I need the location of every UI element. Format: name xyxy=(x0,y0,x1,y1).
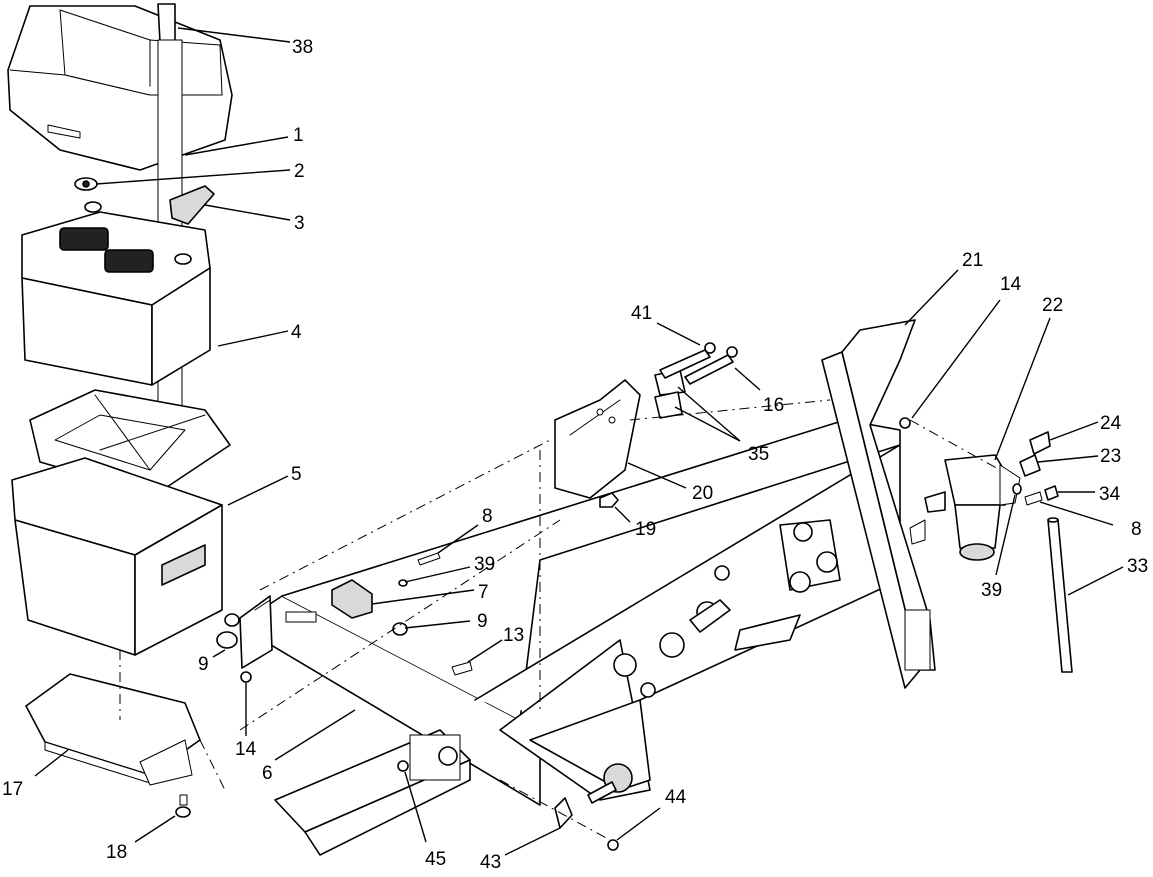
callout-41: 41 xyxy=(631,303,652,324)
battery-box xyxy=(11,457,223,656)
callout-22: 22 xyxy=(1042,295,1063,316)
fuel-hose xyxy=(1047,517,1073,673)
callout-18: 18 xyxy=(106,842,127,863)
pin xyxy=(587,781,617,804)
upright-post xyxy=(821,319,936,689)
callout-20: 20 xyxy=(692,483,713,504)
callout-19: 19 xyxy=(635,519,656,540)
elbow-fitting xyxy=(1029,431,1051,455)
callout-16: 16 xyxy=(763,395,784,416)
callout-35: 35 xyxy=(748,444,769,465)
callout-45: 45 xyxy=(425,849,446,870)
callout-34: 34 xyxy=(1099,484,1121,505)
mount-bracket xyxy=(554,379,641,499)
callout-4: 4 xyxy=(291,322,302,343)
callout-8-right: 8 xyxy=(1131,519,1142,540)
callout-17: 17 xyxy=(2,779,23,800)
callout-39-right: 39 xyxy=(981,580,1002,601)
flange-nut-9-left xyxy=(216,613,240,649)
callout-14-right: 14 xyxy=(1000,274,1022,295)
bolt-18 xyxy=(175,794,191,818)
screw-44 xyxy=(607,839,619,851)
callout-33: 33 xyxy=(1127,556,1148,577)
fuel-filter xyxy=(909,454,1021,561)
bolt-13 xyxy=(451,661,473,676)
battery-cover xyxy=(7,3,233,171)
bolt-16 xyxy=(684,346,738,385)
callout-1: 1 xyxy=(293,125,304,146)
hose-clamp xyxy=(1044,485,1059,501)
battery xyxy=(21,201,211,386)
callout-44: 44 xyxy=(665,787,687,808)
callout-6: 6 xyxy=(262,763,273,784)
callout-24: 24 xyxy=(1100,413,1122,434)
callout-leaders xyxy=(34,27,1124,856)
pivot-clamps xyxy=(654,369,686,419)
battery-base-plate xyxy=(25,673,201,786)
main-frame xyxy=(239,419,901,856)
washer-39 xyxy=(1012,483,1022,495)
nut-14-left xyxy=(240,671,252,683)
screw-8-left xyxy=(417,552,441,566)
bracket-nut xyxy=(599,492,619,508)
callout-labels: 38 1 2 3 4 5 17 18 9 14 6 45 43 44 13 9 … xyxy=(2,37,1148,873)
assembly-phantom-lines xyxy=(119,399,1001,841)
callout-9-right: 9 xyxy=(477,611,488,632)
washer-39-left xyxy=(398,579,408,587)
screw-8 xyxy=(1024,491,1043,506)
callout-5: 5 xyxy=(291,464,302,485)
bolt-41 xyxy=(659,342,716,379)
callout-14-left: 14 xyxy=(235,739,257,760)
callout-7: 7 xyxy=(478,582,489,603)
callout-2: 2 xyxy=(294,161,305,182)
callout-38: 38 xyxy=(292,37,313,58)
callout-3: 3 xyxy=(294,213,305,234)
straight-fitting xyxy=(1019,454,1041,477)
callout-43: 43 xyxy=(480,852,501,873)
callout-39-left: 39 xyxy=(474,554,495,575)
carriage-bolt-45 xyxy=(397,760,409,772)
nut-14-right xyxy=(899,417,911,429)
callout-23: 23 xyxy=(1100,446,1121,467)
callout-13: 13 xyxy=(503,625,524,646)
fuse-block xyxy=(331,579,373,619)
p-clamp-43 xyxy=(554,797,573,829)
wing-nut xyxy=(74,177,98,191)
terminal-boot xyxy=(169,185,215,225)
callout-9-left: 9 xyxy=(198,654,209,675)
callout-21: 21 xyxy=(962,250,983,271)
callout-8-left: 8 xyxy=(482,506,493,527)
